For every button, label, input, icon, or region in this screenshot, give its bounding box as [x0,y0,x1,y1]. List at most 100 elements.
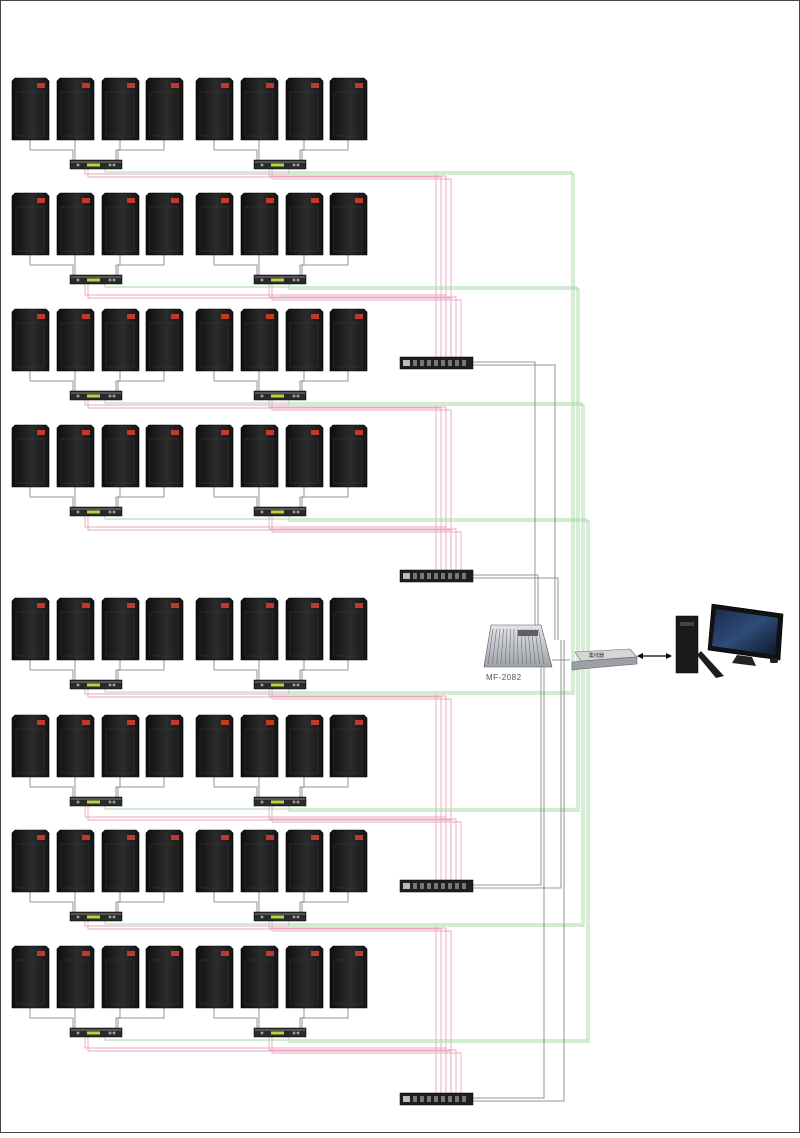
speaker-logo [266,83,274,88]
pc-drive-bay [680,622,694,626]
amplifier-display [271,279,284,282]
speaker-logo [127,198,135,203]
amplifier-display [87,395,100,398]
speaker-cabinet [286,309,323,371]
power-amplifier [70,391,122,400]
power-amplifier [254,507,306,516]
speaker-cabinet [330,78,367,140]
speaker-logo [221,835,229,840]
speaker-cabinet [12,598,49,660]
amplifier-knob-left [77,279,80,282]
speaker-cabinet [57,425,94,487]
amplifier-knob-right [293,511,296,514]
power-amplifier [254,680,306,689]
speaker-logo [355,835,363,840]
mixer-cable [473,362,535,640]
audio-processor [400,1093,473,1105]
speaker-wire [302,487,348,507]
speaker-cabinet [196,598,233,660]
amplifier-display [271,511,284,514]
speaker-wire [30,371,73,391]
speaker-logo [355,951,363,956]
processor-channel [441,360,445,366]
processor-display [403,573,410,579]
processor-channel [420,360,424,366]
speaker-logo [355,720,363,725]
speaker-cabinet [241,830,278,892]
speaker-logo [171,314,179,319]
amplifier-knob-right-2 [297,684,300,687]
amplifier-knob-right-2 [113,916,116,919]
power-amplifier [254,160,306,169]
speaker-wire [214,140,257,160]
amplifier-top-edge [255,392,305,394]
speaker-logo [127,835,135,840]
speaker-cabinet [196,715,233,777]
amplifier-knob-left [77,801,80,804]
amplifier-knob-left [261,511,264,514]
amplifier-knob-right-2 [297,395,300,398]
power-amplifier [254,797,306,806]
amplifier-knob-left [261,395,264,398]
arrow-head-right [666,653,672,659]
speaker-wire [30,892,73,912]
speaker-cabinet [12,715,49,777]
amplifier-knob-right-2 [113,279,116,282]
speaker-wire [118,371,164,391]
speaker-cabinet [286,598,323,660]
speaker-logo [82,83,90,88]
amplifier-knob-right-2 [113,1032,116,1035]
amplifier-knob-right-2 [113,395,116,398]
amplifier-knob-left [261,164,264,167]
speaker-cabinet [57,715,94,777]
speaker-logo [37,314,45,319]
speaker-cabinet [196,425,233,487]
processor-channel [427,883,431,889]
speaker-cabinet [57,830,94,892]
speaker-wire [118,660,164,680]
amplifier-knob-left [261,1032,264,1035]
speaker-cabinet [146,830,183,892]
speaker-cabinet [146,193,183,255]
signal-cable [88,1037,451,1093]
speaker-cabinet [57,309,94,371]
speaker-cabinet [102,193,139,255]
amplifier-top-edge [255,161,305,163]
processor-channel [448,1096,452,1102]
amplifier-knob-right [109,279,112,282]
speaker-wire [30,255,73,275]
signal-cable [269,516,456,570]
speaker-cabinet [57,78,94,140]
speaker-cabinet [12,425,49,487]
speaker-wire [302,660,348,680]
speaker-cabinet [330,946,367,1008]
amplifier-knob-right [293,164,296,167]
speaker-logo [171,720,179,725]
speaker-wire [30,140,73,160]
mixer-model-label: MF-2082 [486,673,522,682]
speaker-logo [311,83,319,88]
speaker-logo [82,951,90,956]
speaker-cabinet [102,830,139,892]
speaker-cabinet [57,946,94,1008]
speaker-cabinet [286,425,323,487]
amplifier-knob-right-2 [297,511,300,514]
speaker-logo [266,603,274,608]
amplifier-top-edge [255,1029,305,1031]
processor-channel [455,360,459,366]
processor-channel [427,573,431,579]
speaker-wire [214,371,257,391]
computer-workstation [676,604,783,678]
amplifier-display [271,801,284,804]
amplifier-top-edge [255,276,305,278]
speaker-logo [171,198,179,203]
speaker-cabinet [12,309,49,371]
speaker-logo [37,603,45,608]
amplifier-knob-right [109,801,112,804]
amplifier-knob-left [77,916,80,919]
speaker-cabinet [196,309,233,371]
speaker-logo [82,603,90,608]
power-amplifier [70,1028,122,1037]
speaker-cabinet [12,193,49,255]
